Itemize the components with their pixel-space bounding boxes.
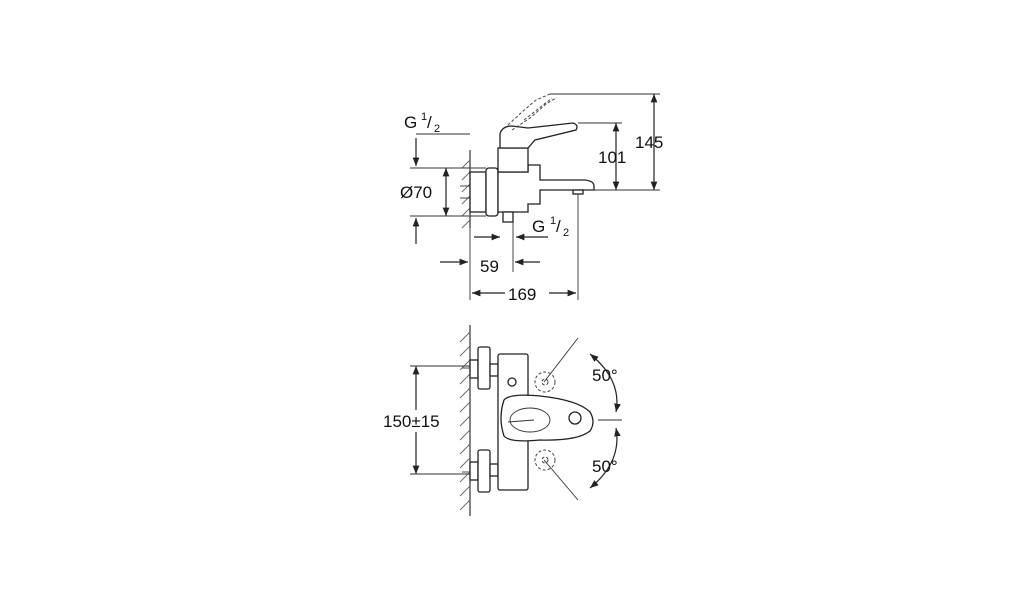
thread-top-den: 2 xyxy=(434,123,440,135)
dimension-150: 150±15 xyxy=(382,365,470,475)
dimension-thread-top: G 1 / 2 xyxy=(404,111,470,166)
thread-bottom-num: 1 xyxy=(550,215,556,227)
side-view: 145 101 G 1 / 2 Ø70 G 1 / 2 xyxy=(400,93,663,304)
thread-bottom-main: G xyxy=(532,217,545,236)
dim-145-label: 145 xyxy=(635,133,663,152)
front-lever-dashed-positions xyxy=(534,371,556,471)
side-lever-handle xyxy=(499,122,578,149)
thread-bottom-slash: / xyxy=(556,217,561,236)
dimension-145: 145 xyxy=(550,93,663,191)
dim-diameter-label: Ø70 xyxy=(400,183,432,202)
side-escutcheon xyxy=(460,167,499,217)
side-mixer-body xyxy=(497,147,595,223)
front-wall xyxy=(459,325,471,516)
front-angle-lines xyxy=(543,337,622,501)
side-lever-raised-outline xyxy=(507,93,557,131)
thread-bottom-den: 2 xyxy=(563,227,569,239)
front-connector-lower xyxy=(462,449,499,493)
dim-101-label: 101 xyxy=(598,148,626,167)
dimension-169: 169 xyxy=(472,194,579,304)
dimension-thread-bottom: G 1 / 2 xyxy=(474,215,569,272)
front-connector-upper xyxy=(462,346,499,390)
dim-169-label: 169 xyxy=(508,285,536,304)
angle-lower-label: 50° xyxy=(592,457,618,476)
thread-top-main: G xyxy=(404,113,417,132)
dimension-101: 101 xyxy=(578,122,626,190)
front-lever-handle xyxy=(500,394,594,442)
front-view: 50° 50° 150±15 xyxy=(382,325,622,516)
thread-top-slash: / xyxy=(427,113,432,132)
dim-150-label: 150±15 xyxy=(383,412,440,431)
thread-top-num: 1 xyxy=(421,111,427,123)
dimension-59: 59 xyxy=(440,228,540,300)
dim-59-label: 59 xyxy=(480,257,499,276)
dimension-diameter-70: Ø70 xyxy=(400,167,486,244)
angle-upper-label: 50° xyxy=(592,366,618,385)
